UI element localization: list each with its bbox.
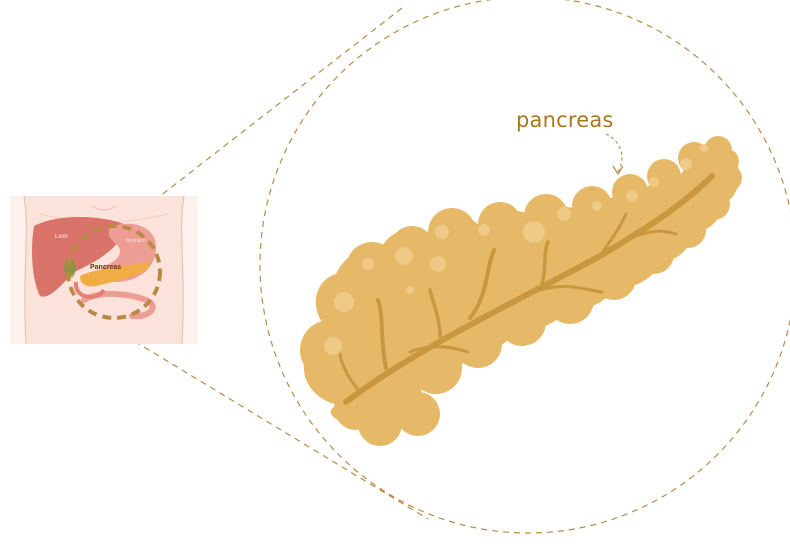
connector-line-top bbox=[127, 7, 403, 222]
pancreas-small-shape bbox=[80, 262, 151, 287]
magnifier-circle bbox=[259, 0, 790, 534]
anatomy-thumbnail bbox=[10, 195, 198, 345]
lobule-highlight bbox=[334, 292, 354, 312]
pancreas-label: pancreas bbox=[516, 108, 614, 132]
label-pointer-arrow bbox=[605, 133, 623, 173]
highlight-circle bbox=[66, 224, 162, 320]
liver-shape bbox=[32, 216, 128, 297]
connector-line-bottom bbox=[115, 329, 429, 520]
arrowhead-icon bbox=[612, 165, 624, 176]
thumbnail-liver-label: Liver bbox=[55, 234, 69, 240]
pancreas-illustration bbox=[300, 136, 742, 446]
thumbnail-pancreas-label: Pancreas bbox=[90, 264, 122, 271]
main-duct bbox=[343, 173, 715, 405]
thumbnail-stomach-label: Stomach bbox=[126, 238, 146, 244]
